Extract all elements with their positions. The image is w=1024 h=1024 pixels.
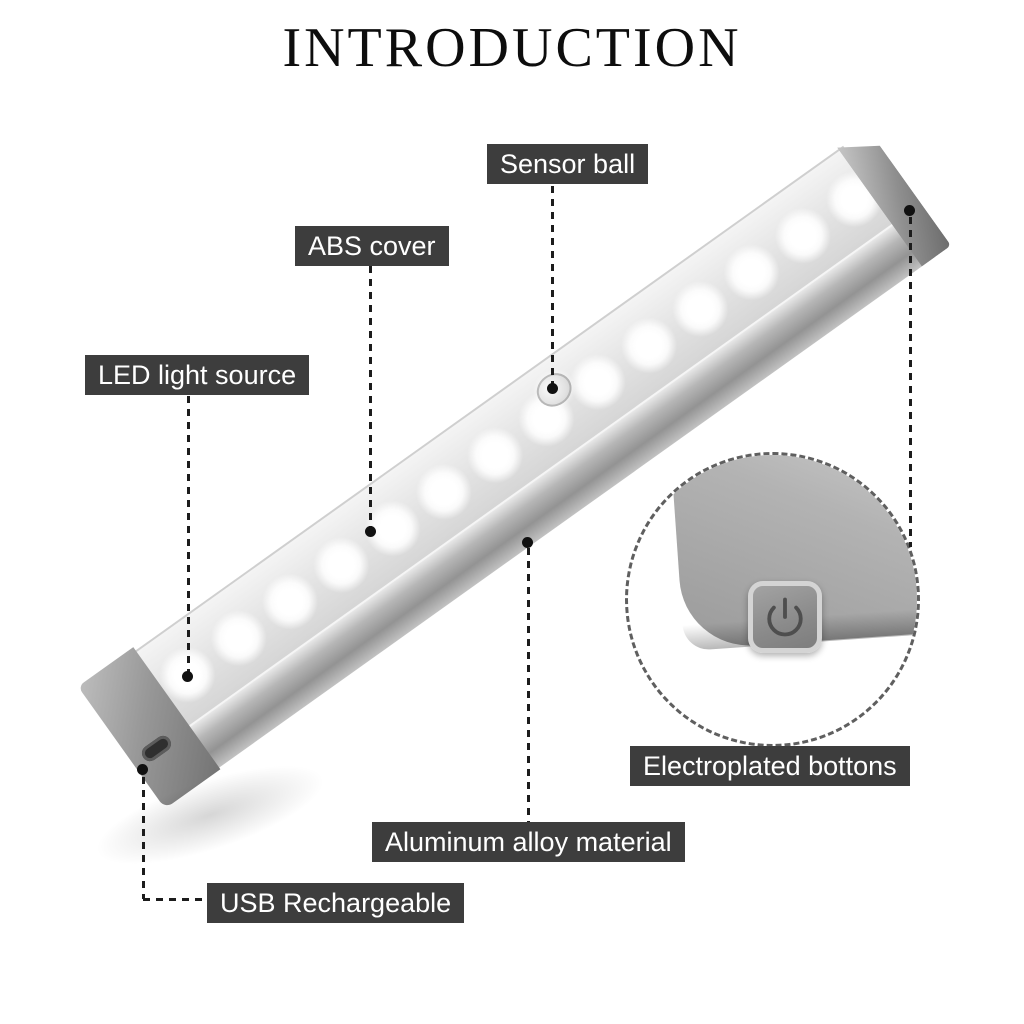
label-sensor-ball: Sensor ball	[487, 144, 649, 185]
label-abs-cover: ABS cover	[295, 226, 449, 267]
anchor-dot-sensor-ball	[547, 383, 558, 394]
leader-line-led-light-source	[187, 396, 190, 673]
usb-port	[138, 732, 175, 765]
leader-line-electroplated-buttons	[909, 217, 912, 547]
page-title: INTRODUCTION	[282, 17, 742, 79]
anchor-dot-led-light-source	[182, 671, 193, 682]
label-usb-rechargeable: USB Rechargeable	[207, 883, 465, 924]
leader-line-sensor-ball	[551, 186, 554, 386]
power-icon	[767, 597, 803, 637]
magnifier-circle	[625, 452, 920, 747]
leader-line-abs-cover	[369, 266, 372, 528]
anchor-dot-electroplated-buttons	[904, 205, 915, 216]
label-aluminum-alloy-material: Aluminum alloy material	[372, 822, 685, 863]
power-button	[748, 581, 822, 653]
label-electroplated-buttons: Electroplated bottons	[630, 746, 910, 787]
leader-line-usb-horizontal	[143, 898, 207, 901]
leader-line-aluminum-alloy	[527, 548, 530, 822]
anchor-dot-aluminum-alloy	[522, 537, 533, 548]
anchor-dot-usb	[137, 764, 148, 775]
anchor-dot-abs-cover	[365, 526, 376, 537]
leader-line-usb-vertical	[142, 777, 145, 899]
label-led-light-source: LED light source	[85, 355, 310, 396]
